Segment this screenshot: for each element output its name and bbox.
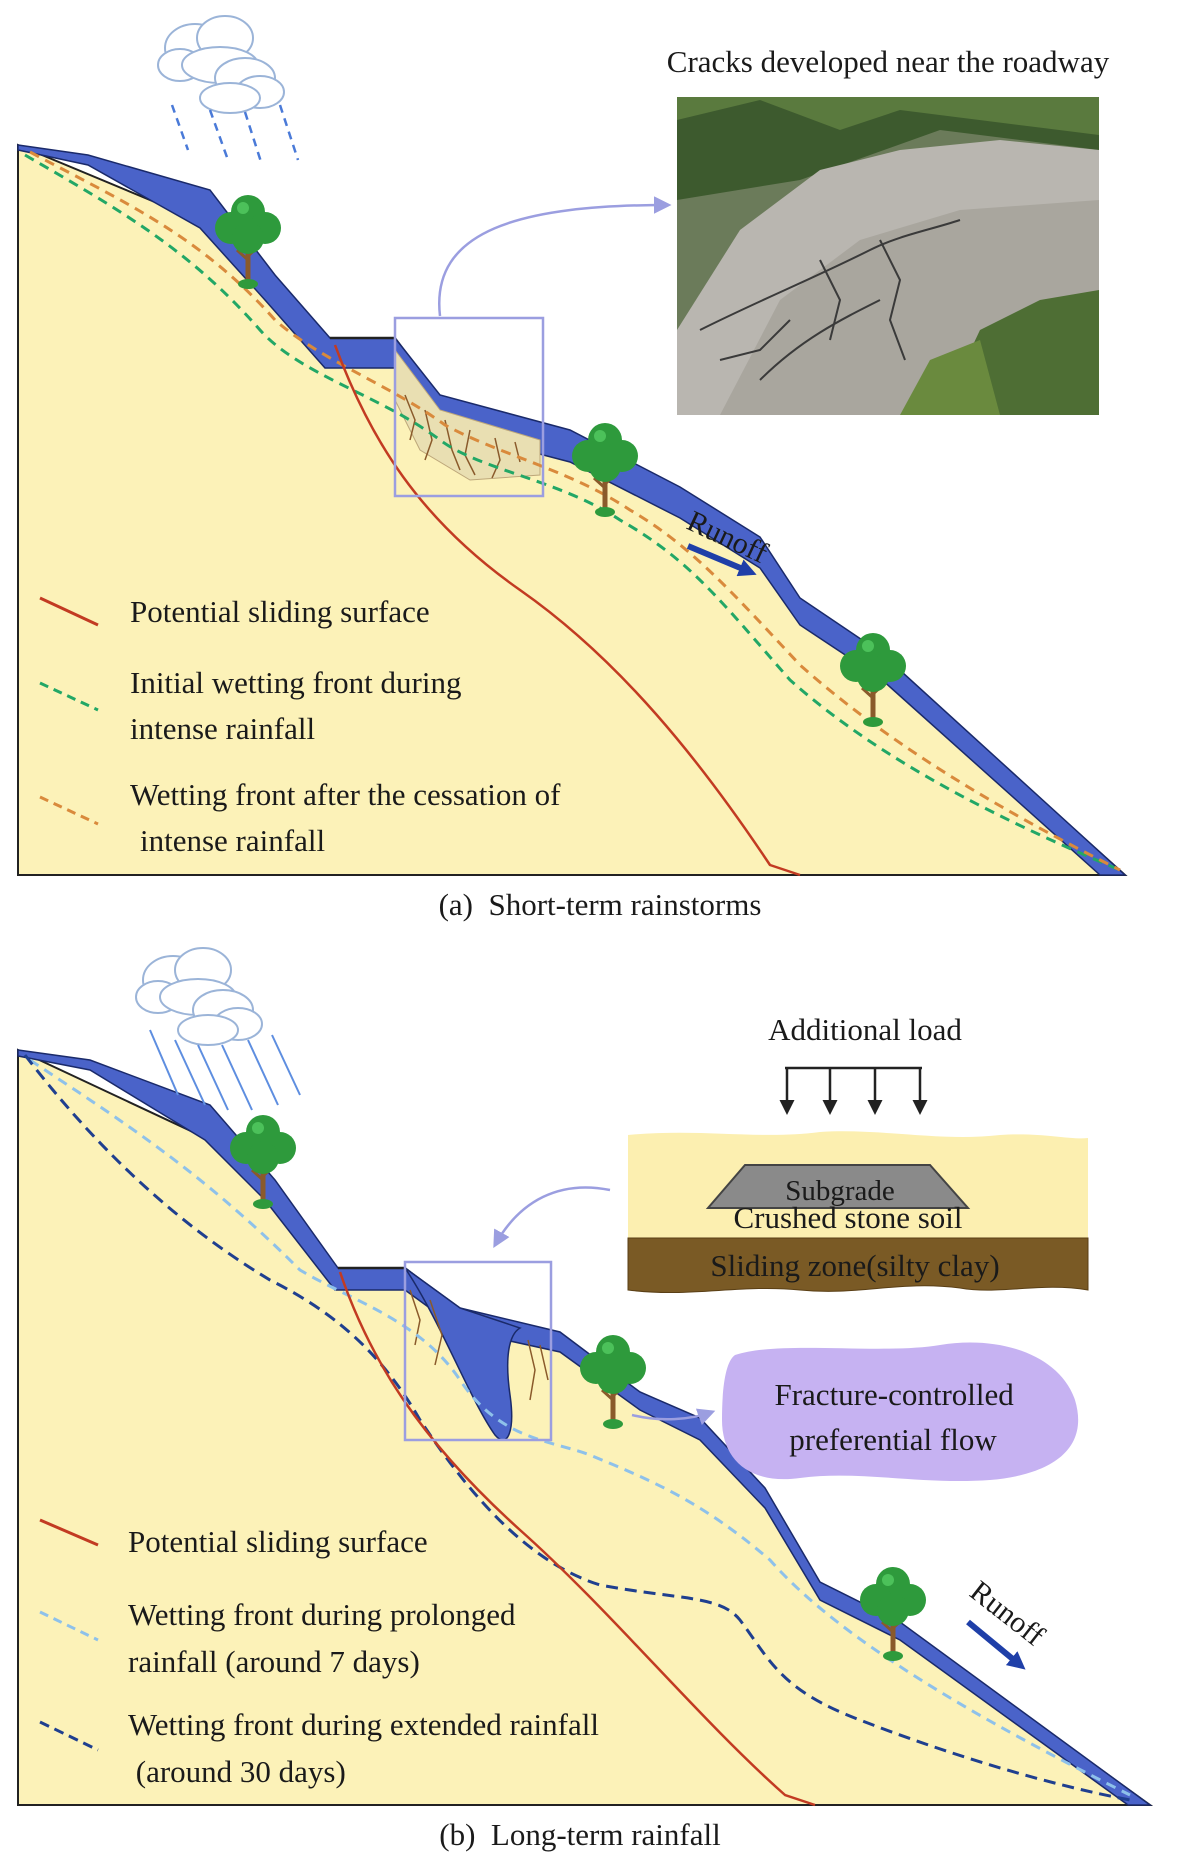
preferential-flow-label-2: preferential flow	[789, 1422, 997, 1457]
subgrade-load-inset: Additional load Subgrade Crushed stone s…	[627, 1012, 1089, 1294]
legend-label-initial-front: Initial wetting front during	[130, 665, 461, 700]
panel-a-legend: Potential sliding surface Initial wettin…	[39, 594, 568, 858]
legend-label-after-front-2: intense rainfall	[140, 823, 325, 858]
legend-label-sliding: Potential sliding surface	[130, 594, 430, 629]
panel-b-flow-arrow	[631, 1408, 716, 1426]
panel-a-wetting-front-after	[29, 150, 1121, 872]
legend-label-after-front: Wetting front after the cessation of	[130, 777, 561, 812]
panel-a-sliding-surface	[333, 344, 801, 877]
panel-b-sliding-surface	[338, 1271, 816, 1807]
panel-b-inset-arrow	[493, 1186, 611, 1249]
panel-b-rain-icon	[149, 1029, 301, 1111]
panel-b-cloud-icon	[135, 947, 263, 1046]
sliding-zone-label: Sliding zone(silty clay)	[710, 1248, 999, 1283]
svg-text:Potential sliding surface: Potential sliding surface Wetting front …	[128, 1524, 607, 1789]
legend-label-initial-front-2: intense rainfall	[130, 711, 315, 746]
legend-label-7day-front: Wetting front during prolonged	[128, 1597, 516, 1632]
panel-a-crack-frame	[393, 316, 545, 498]
svg-text:Fracture-controlled pref: Fracture-controlled preferential flow	[774, 1377, 1021, 1457]
panel-b-fracture-frame	[403, 1260, 553, 1442]
legend-label-7day-front-2: rainfall (around 7 days)	[128, 1644, 420, 1679]
panel-a-runoff-arrow	[686, 543, 757, 577]
panel-b-wetting-front-30d	[23, 1054, 1131, 1802]
panel-a-rain-icon	[170, 104, 300, 166]
additional-load-label: Additional load	[768, 1012, 962, 1047]
legend-line-sliding-b	[39, 1518, 99, 1547]
load-arrows	[779, 1068, 928, 1115]
legend-label-30day-front-2: (around 30 days)	[128, 1754, 346, 1789]
subgrade-block	[705, 1164, 971, 1209]
legend-label-sliding-b: Potential sliding surface	[128, 1524, 428, 1559]
panel-b: Additional load Subgrade Crushed stone s…	[17, 947, 1154, 1852]
panel-b-caption: (b) Long-term rainfall	[439, 1817, 720, 1852]
svg-text:Potential sliding surface: Potential sliding surface Initial wettin…	[130, 594, 568, 858]
legend-line-initial-front	[39, 681, 99, 712]
panel-a-cloud-icon	[157, 15, 285, 114]
legend-line-30day-front	[39, 1720, 99, 1752]
crushed-stone-label: Crushed stone soil	[733, 1200, 962, 1235]
panel-b-legend: Potential sliding surface Wetting front …	[39, 1518, 607, 1789]
preferential-flow-label: Fracture-controlled	[774, 1377, 1014, 1412]
panel-b-wetting-front-7d	[29, 1058, 1131, 1797]
preferential-flow-bubble	[722, 1342, 1079, 1482]
legend-line-sliding	[39, 596, 99, 627]
panel-a-crack-zone	[394, 348, 541, 481]
panel-a-photo-arrow	[437, 196, 672, 317]
panel-b-runoff-label: Runoff	[964, 1575, 1051, 1653]
legend-line-after-front	[39, 795, 99, 826]
panel-b-runoff-arrow	[966, 1619, 1026, 1670]
legend-line-7day-front	[39, 1610, 99, 1642]
legend-label-30day-front: Wetting front during extended rainfall	[128, 1707, 599, 1742]
panel-a-photo-title: Cracks developed near the roadway	[667, 44, 1110, 79]
roadway-crack-photo	[677, 97, 1099, 415]
panel-a: Cracks developed near the roadway Runoff…	[17, 15, 1128, 922]
sliding-zone-layer	[627, 1237, 1089, 1294]
panel-a-caption: (a) Short-term rainstorms	[439, 887, 762, 922]
subgrade-label: Subgrade	[785, 1175, 895, 1207]
